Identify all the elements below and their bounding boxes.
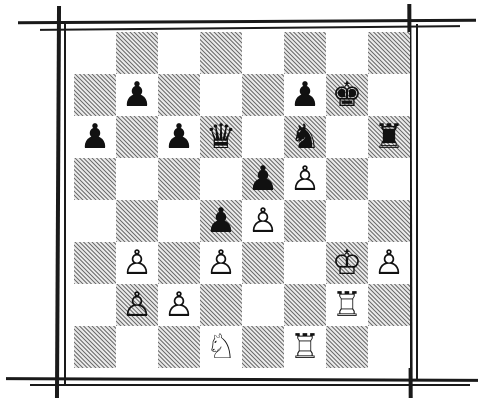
square-g8[interactable] bbox=[326, 32, 368, 74]
square-g7[interactable]: ♚ bbox=[326, 74, 368, 116]
frame-bottom-line-2 bbox=[30, 384, 470, 386]
square-e5[interactable]: ♟ bbox=[242, 158, 284, 200]
white-pawn-icon[interactable]: ♙ bbox=[116, 284, 158, 326]
square-g1[interactable] bbox=[326, 326, 368, 368]
square-e2[interactable] bbox=[242, 284, 284, 326]
square-d7[interactable] bbox=[200, 74, 242, 116]
square-a1[interactable] bbox=[74, 326, 116, 368]
square-b5[interactable] bbox=[116, 158, 158, 200]
black-pawn-icon[interactable]: ♟ bbox=[158, 116, 200, 158]
square-d5[interactable] bbox=[200, 158, 242, 200]
white-pawn-icon[interactable]: ♙ bbox=[158, 284, 200, 326]
white-knight-icon[interactable]: ♘ bbox=[200, 326, 242, 368]
black-pawn-icon[interactable]: ♟ bbox=[242, 158, 284, 200]
square-f1[interactable]: ♖ bbox=[284, 326, 326, 368]
square-a4[interactable] bbox=[74, 200, 116, 242]
white-pawn-icon[interactable]: ♙ bbox=[242, 200, 284, 242]
frame-bottom-line bbox=[6, 377, 478, 382]
square-g5[interactable] bbox=[326, 158, 368, 200]
black-rook-icon[interactable]: ♜ bbox=[368, 116, 410, 158]
square-h6[interactable]: ♜ bbox=[368, 116, 410, 158]
black-pawn-icon[interactable]: ♟ bbox=[200, 200, 242, 242]
square-c6[interactable]: ♟ bbox=[158, 116, 200, 158]
square-f5[interactable]: ♙ bbox=[284, 158, 326, 200]
white-rook-icon[interactable]: ♖ bbox=[284, 326, 326, 368]
square-b4[interactable] bbox=[116, 200, 158, 242]
frame-right-line-2 bbox=[416, 24, 418, 380]
square-f4[interactable] bbox=[284, 200, 326, 242]
square-b8[interactable] bbox=[116, 32, 158, 74]
square-g6[interactable] bbox=[326, 116, 368, 158]
white-pawn-icon[interactable]: ♙ bbox=[116, 242, 158, 284]
black-pawn-icon[interactable]: ♟ bbox=[116, 74, 158, 116]
white-pawn-icon[interactable]: ♙ bbox=[200, 242, 242, 284]
square-e7[interactable] bbox=[242, 74, 284, 116]
black-pawn-icon[interactable]: ♟ bbox=[74, 116, 116, 158]
square-g2[interactable]: ♖ bbox=[326, 284, 368, 326]
square-d4[interactable]: ♟ bbox=[200, 200, 242, 242]
square-c5[interactable] bbox=[158, 158, 200, 200]
square-c4[interactable] bbox=[158, 200, 200, 242]
square-a7[interactable] bbox=[74, 74, 116, 116]
square-g3[interactable]: ♔ bbox=[326, 242, 368, 284]
black-pawn-icon[interactable]: ♟ bbox=[284, 74, 326, 116]
square-d8[interactable] bbox=[200, 32, 242, 74]
square-h3[interactable]: ♙ bbox=[368, 242, 410, 284]
square-f7[interactable]: ♟ bbox=[284, 74, 326, 116]
square-a6[interactable]: ♟ bbox=[74, 116, 116, 158]
frame-top-line-2 bbox=[40, 25, 460, 31]
square-f6[interactable]: ♞ bbox=[284, 116, 326, 158]
square-a5[interactable] bbox=[74, 158, 116, 200]
square-b7[interactable]: ♟ bbox=[116, 74, 158, 116]
square-e8[interactable] bbox=[242, 32, 284, 74]
square-h5[interactable] bbox=[368, 158, 410, 200]
black-knight-icon[interactable]: ♞ bbox=[284, 116, 326, 158]
white-pawn-icon[interactable]: ♙ bbox=[368, 242, 410, 284]
square-f2[interactable] bbox=[284, 284, 326, 326]
square-e6[interactable] bbox=[242, 116, 284, 158]
square-a8[interactable] bbox=[74, 32, 116, 74]
square-c1[interactable] bbox=[158, 326, 200, 368]
square-e1[interactable] bbox=[242, 326, 284, 368]
square-b1[interactable] bbox=[116, 326, 158, 368]
square-d3[interactable]: ♙ bbox=[200, 242, 242, 284]
square-g4[interactable] bbox=[326, 200, 368, 242]
square-h2[interactable] bbox=[368, 284, 410, 326]
square-e3[interactable] bbox=[242, 242, 284, 284]
square-d2[interactable] bbox=[200, 284, 242, 326]
square-d6[interactable]: ♛ bbox=[200, 116, 242, 158]
square-c2[interactable]: ♙ bbox=[158, 284, 200, 326]
square-b3[interactable]: ♙ bbox=[116, 242, 158, 284]
square-e4[interactable]: ♙ bbox=[242, 200, 284, 242]
square-c8[interactable] bbox=[158, 32, 200, 74]
square-c7[interactable] bbox=[158, 74, 200, 116]
square-c3[interactable] bbox=[158, 242, 200, 284]
square-f8[interactable] bbox=[284, 32, 326, 74]
white-rook-icon[interactable]: ♖ bbox=[326, 284, 368, 326]
square-h1[interactable] bbox=[368, 326, 410, 368]
square-a2[interactable] bbox=[74, 284, 116, 326]
square-h8[interactable] bbox=[368, 32, 410, 74]
square-h7[interactable] bbox=[368, 74, 410, 116]
black-king-icon[interactable]: ♚ bbox=[326, 74, 368, 116]
square-h4[interactable] bbox=[368, 200, 410, 242]
chess-board: ♟♟♚♟♟♛♞♜♟♙♟♙♙♙♔♙♙♙♖♘♖ bbox=[74, 32, 410, 368]
square-a3[interactable] bbox=[74, 242, 116, 284]
square-b2[interactable]: ♙ bbox=[116, 284, 158, 326]
square-d1[interactable]: ♘ bbox=[200, 326, 242, 368]
black-queen-icon[interactable]: ♛ bbox=[200, 116, 242, 158]
frame-left-line bbox=[55, 6, 61, 398]
square-b6[interactable] bbox=[116, 116, 158, 158]
white-pawn-icon[interactable]: ♙ bbox=[284, 158, 326, 200]
square-f3[interactable] bbox=[284, 242, 326, 284]
frame-left-line-2 bbox=[64, 24, 66, 384]
white-king-icon[interactable]: ♔ bbox=[326, 242, 368, 284]
